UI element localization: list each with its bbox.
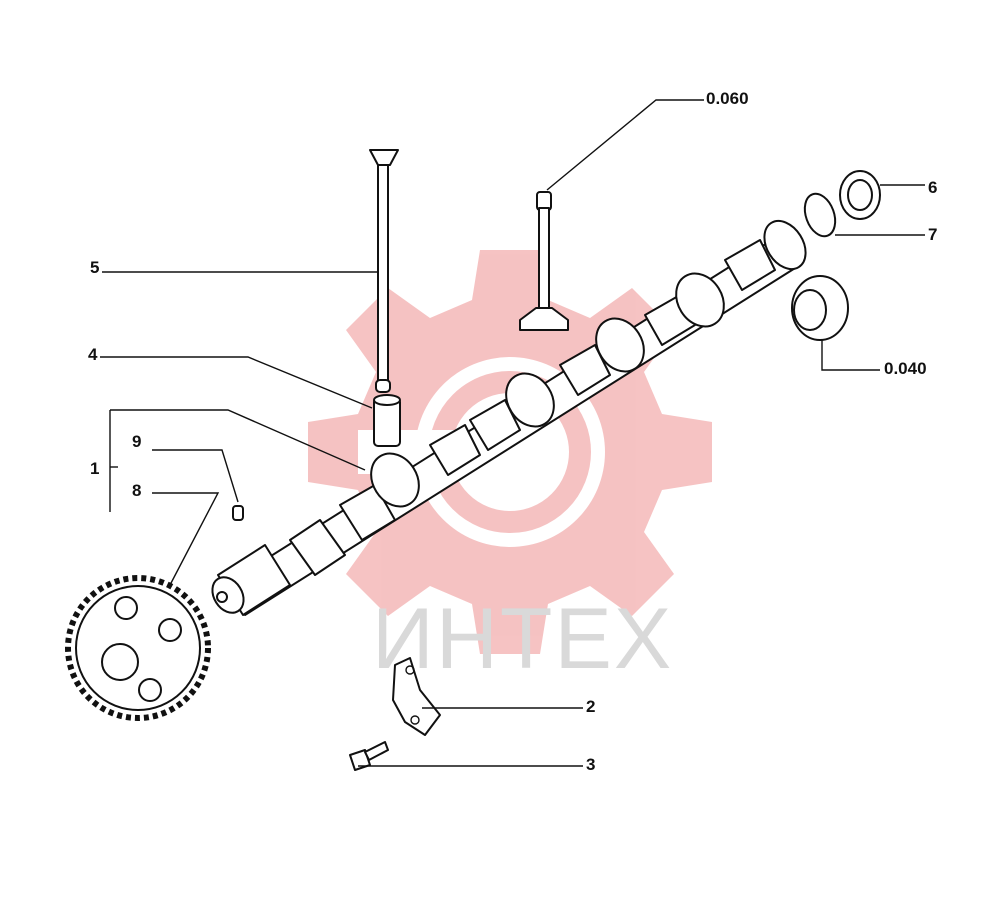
key bbox=[232, 505, 244, 521]
callout-0060: 0.060 bbox=[706, 89, 749, 108]
bushing-6 bbox=[839, 170, 881, 220]
leader-lines bbox=[100, 99, 925, 767]
callout-9: 9 bbox=[132, 432, 141, 451]
callout-1: 1 bbox=[90, 459, 99, 478]
bushing-0040 bbox=[791, 275, 849, 341]
callout-7: 7 bbox=[928, 225, 937, 244]
callout-3: 3 bbox=[586, 755, 595, 774]
tappet bbox=[373, 394, 401, 447]
callout-5: 5 bbox=[90, 258, 99, 277]
pushrod bbox=[369, 149, 399, 393]
camshaft bbox=[211, 219, 807, 616]
callout-4: 4 bbox=[88, 345, 98, 364]
watermark-text: ИНТЕХ bbox=[372, 591, 673, 687]
thrust-plate bbox=[392, 657, 441, 736]
timing-gear bbox=[65, 575, 211, 721]
bolt bbox=[349, 741, 389, 771]
callout-2: 2 bbox=[586, 697, 595, 716]
callout-8: 8 bbox=[132, 481, 141, 500]
ring-7 bbox=[803, 192, 837, 238]
callout-0040: 0.040 bbox=[884, 359, 927, 378]
callouts: 1 2 3 4 5 6 7 8 9 0.060 0.040 bbox=[88, 89, 937, 774]
callout-6: 6 bbox=[928, 178, 937, 197]
valve bbox=[519, 191, 569, 331]
